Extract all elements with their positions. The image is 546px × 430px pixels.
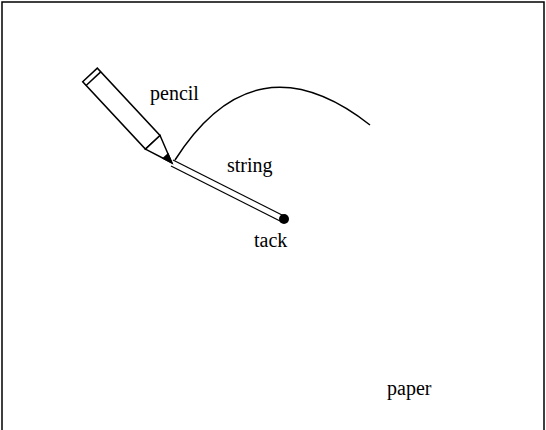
part-label: paper [387, 377, 431, 400]
part-label: pencil [150, 82, 199, 105]
tack-pin [279, 214, 289, 224]
drawn-arc [175, 87, 370, 160]
part-label: string [227, 154, 273, 177]
part-label: tack [254, 229, 287, 252]
